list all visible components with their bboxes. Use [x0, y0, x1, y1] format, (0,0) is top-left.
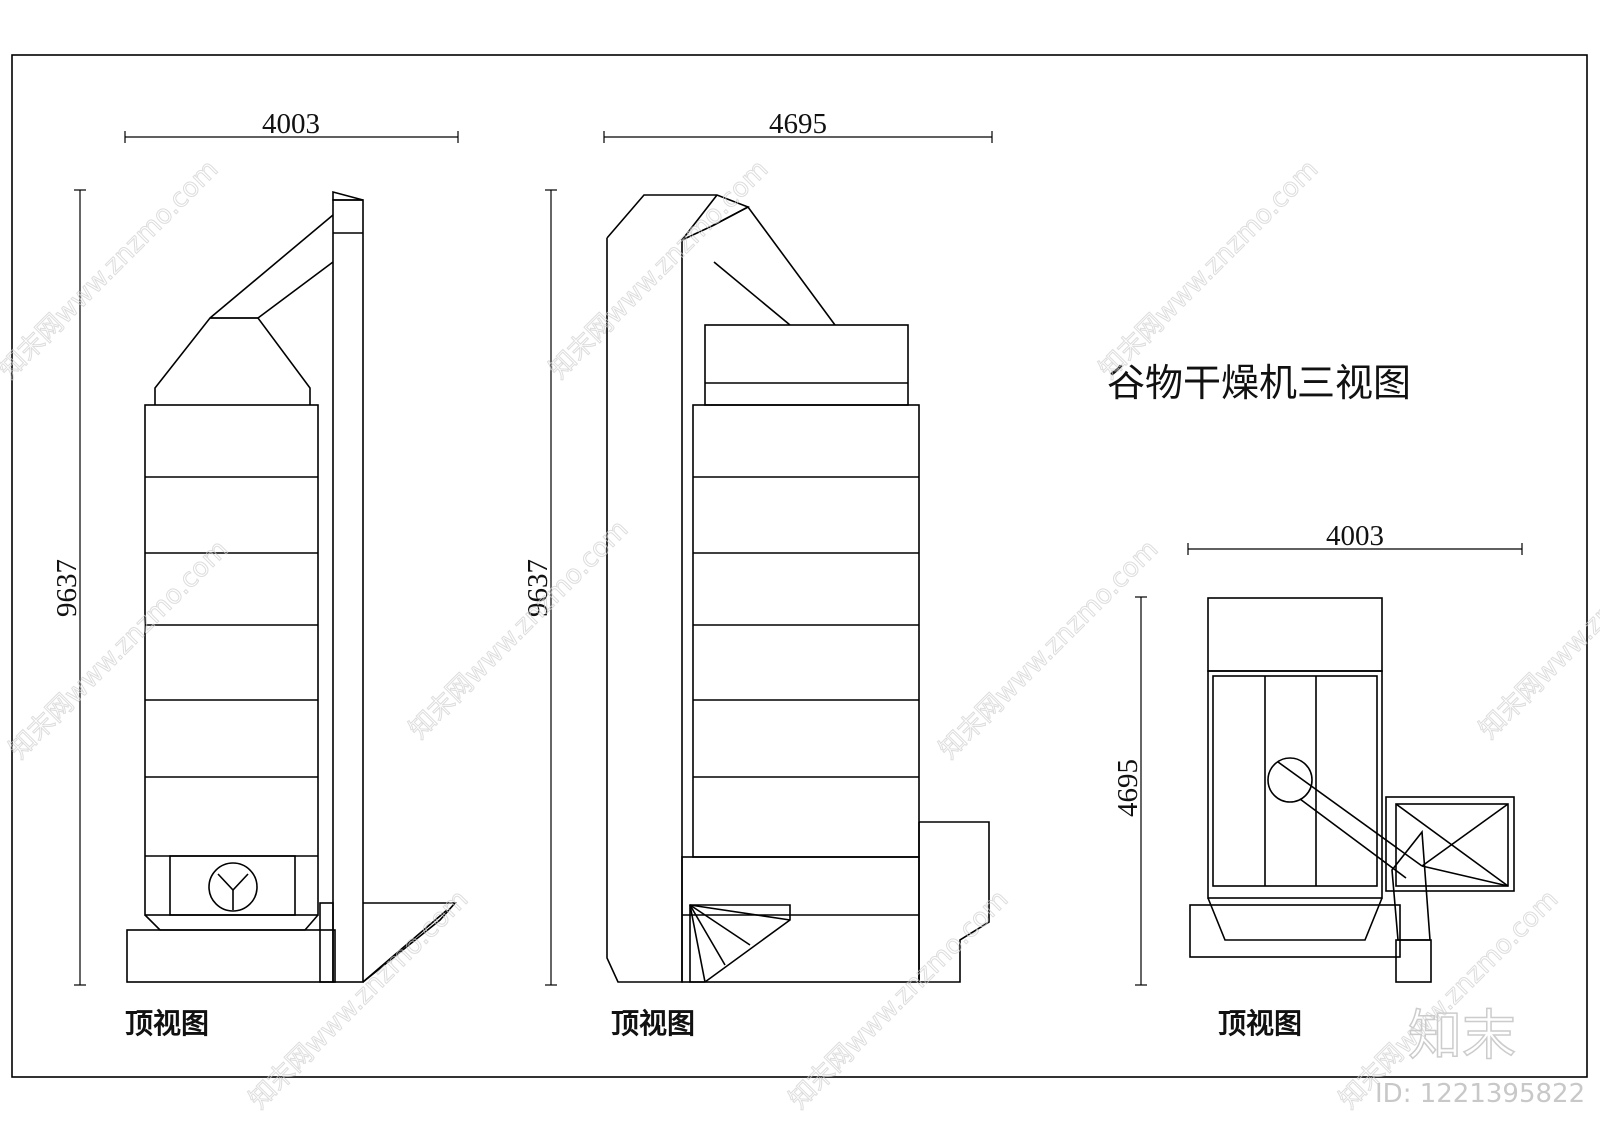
view-2-width-dimension: 4695 [603, 108, 993, 143]
drawing-title: 谷物干燥机三视图 [1107, 361, 1411, 405]
view-3-height-label: 4695 [1112, 759, 1144, 817]
watermark-text: 知末网www.znzmo.com [0, 154, 224, 385]
view-1: 4003 9637 [51, 108, 459, 1040]
watermark-text: 知末网www.znzmo.com [934, 534, 1165, 765]
watermark-text: 知末网www.znzmo.com [4, 534, 235, 765]
view-1-height-dimension: 9637 [51, 189, 86, 986]
view-3-caption: 顶视图 [1218, 1007, 1302, 1040]
view-2-height-label: 9637 [522, 559, 554, 617]
watermark-text: 知末网www.znzmo.com [244, 884, 475, 1115]
view-2-width-label: 4695 [769, 108, 827, 140]
watermark-text: 知末网www.znzmo.com [544, 154, 775, 385]
watermark-id: ID: 1221395822 [1375, 1079, 1585, 1109]
view-3: 4003 4695 [1112, 520, 1523, 1040]
view-3-height-dimension: 4695 [1112, 596, 1147, 986]
watermark-text: 知末网www.znzmo.com [784, 884, 1015, 1115]
view-1-caption: 顶视图 [125, 1007, 209, 1040]
view-2-caption: 顶视图 [611, 1007, 695, 1040]
view-1-height-label: 9637 [51, 559, 83, 617]
view-3-width-dimension: 4003 [1187, 520, 1523, 555]
view-1-dryer-body [126, 190, 457, 983]
drawing-frame [11, 54, 1588, 1078]
watermark-logo: 知末 [1408, 1004, 1516, 1067]
watermark-layer: 知末网www.znzmo.com 知末网www.znzmo.com 知末网www… [0, 154, 1600, 1116]
view-2: 4695 9637 [522, 108, 993, 1040]
watermark-text: 知末网www.znzmo.com [404, 514, 635, 745]
view-3-dryer-plan [1189, 597, 1515, 983]
view-2-dryer-body [606, 194, 990, 983]
watermark-text: 知末网www.znzmo.com [1094, 154, 1325, 385]
view-1-width-dimension: 4003 [124, 108, 459, 143]
view-1-width-label: 4003 [262, 108, 320, 140]
view-2-height-dimension: 9637 [522, 189, 557, 986]
view-3-width-label: 4003 [1326, 520, 1384, 552]
